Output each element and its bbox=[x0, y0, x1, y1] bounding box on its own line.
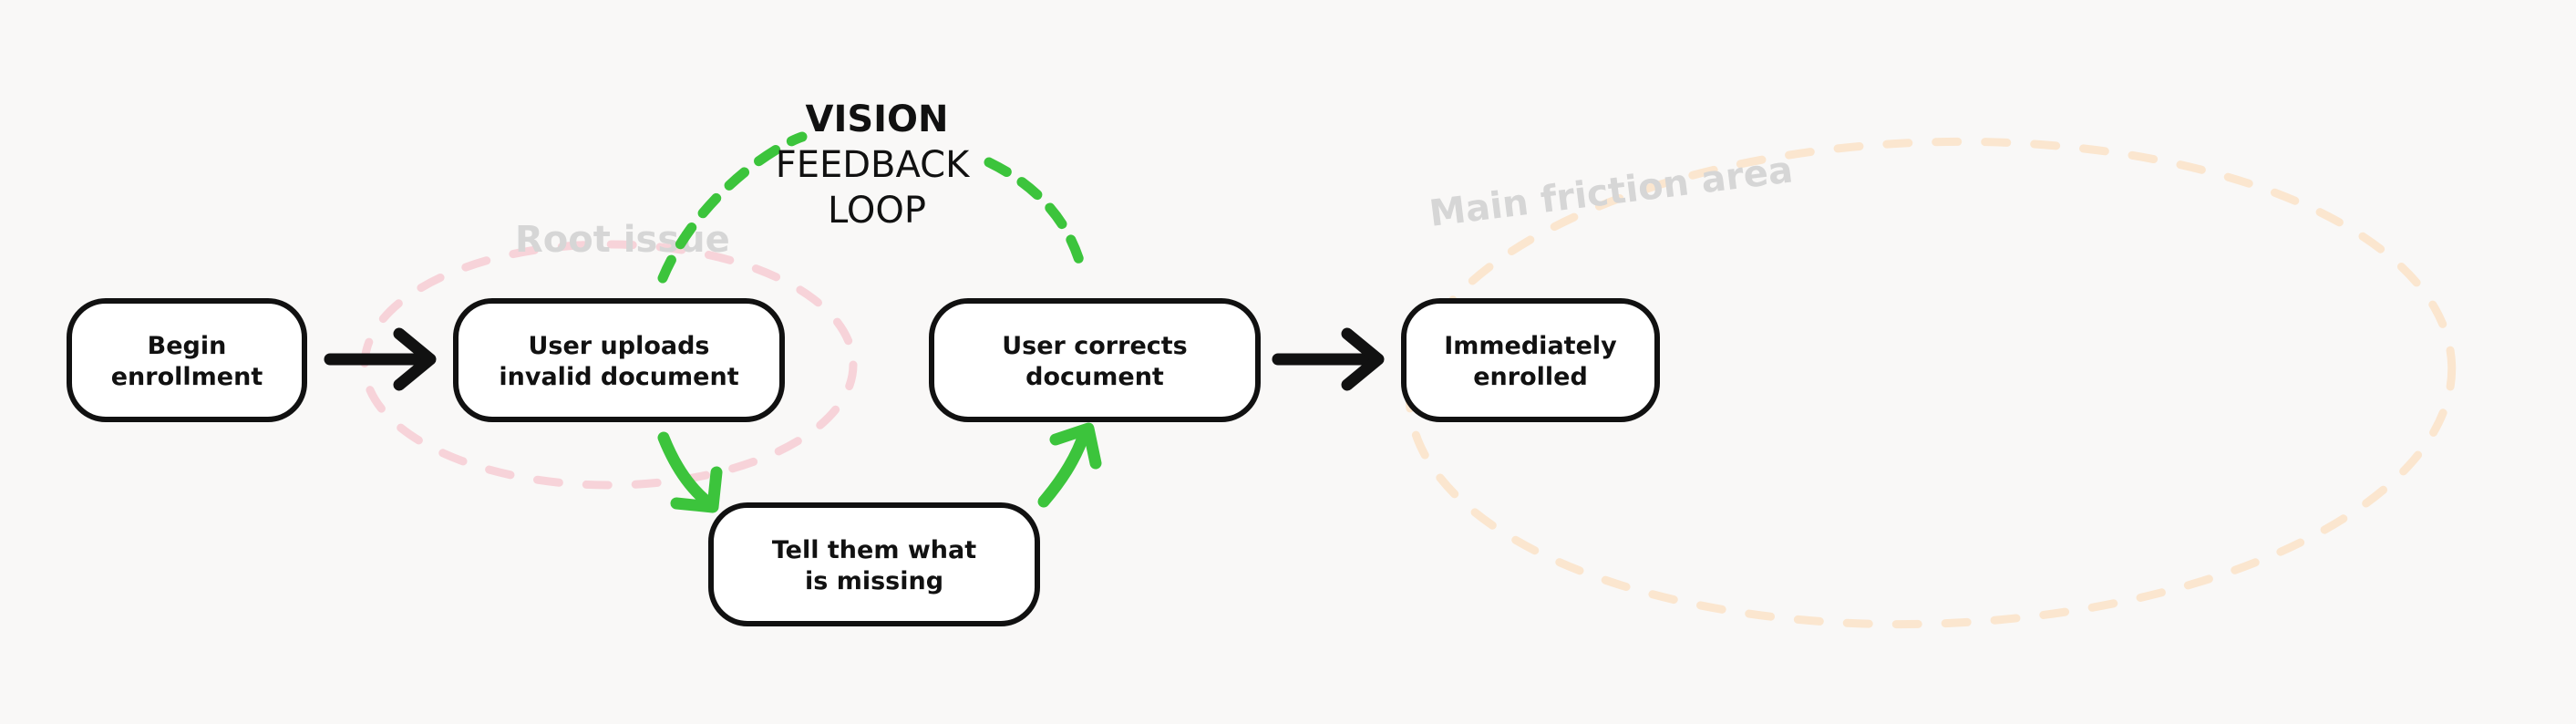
arrow-uploads-to-tell bbox=[657, 431, 723, 513]
main-friction-area-label: Main friction area bbox=[1427, 149, 1796, 235]
arrow-tell-to-corrects bbox=[1037, 422, 1102, 508]
node-uploads-line2: invalid document bbox=[499, 363, 738, 391]
node-corrects-line1: User corrects bbox=[1002, 332, 1188, 360]
arrow-begin-to-uploads bbox=[324, 327, 437, 391]
diagram-title-line2: FEEDBACK bbox=[776, 144, 971, 186]
node-corrects-line2: document bbox=[1025, 363, 1164, 391]
node-enrolled-line1: Immediately bbox=[1444, 332, 1617, 360]
node-enrolled-line2: enrolled bbox=[1473, 363, 1588, 391]
node-immediately-enrolled: Immediately enrolled bbox=[1401, 298, 1660, 422]
node-tell-line2: is missing bbox=[805, 567, 943, 595]
node-user-corrects: User corrects document bbox=[929, 298, 1261, 422]
node-tell-missing: Tell them what is missing bbox=[708, 502, 1040, 626]
arrow-corrects-to-enrolled bbox=[1272, 327, 1385, 391]
node-begin-line2: enrollment bbox=[111, 363, 263, 391]
node-uploads-line1: User uploads bbox=[529, 332, 710, 360]
root-issue-area-label: Root issue bbox=[515, 219, 730, 261]
node-tell-line1: Tell them what bbox=[772, 536, 976, 564]
feedback-loop-arc bbox=[657, 131, 1088, 284]
node-begin-enrollment: Begin enrollment bbox=[67, 298, 307, 422]
node-user-uploads: User uploads invalid document bbox=[453, 298, 785, 422]
diagram-title-line1: VISION bbox=[805, 98, 948, 140]
node-begin-line1: Begin bbox=[148, 332, 227, 360]
diagram-title-line3: LOOP bbox=[828, 190, 926, 232]
